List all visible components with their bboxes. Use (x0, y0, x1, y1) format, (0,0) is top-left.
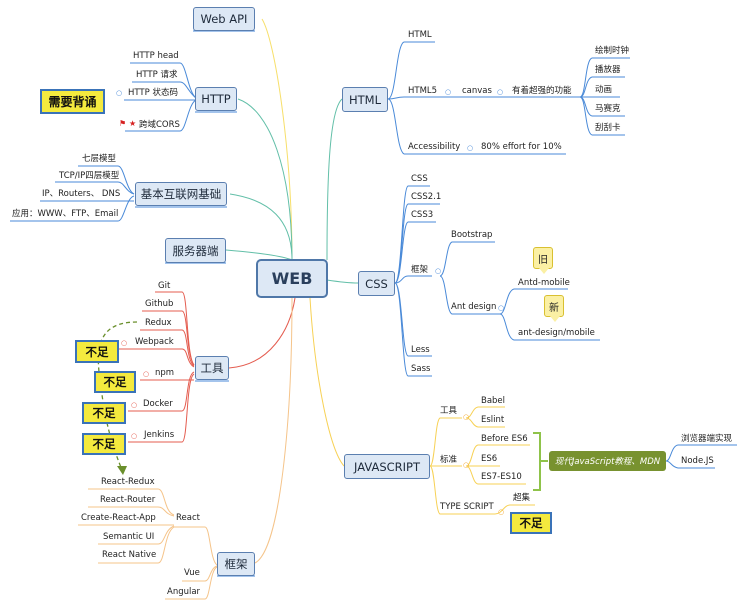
player-item[interactable]: 播放器 (595, 65, 621, 75)
insufficient-tag: 不足 (94, 371, 136, 393)
recite-tag: 需要背诵 (40, 89, 105, 114)
bootstrap-item[interactable]: Bootstrap (451, 230, 493, 240)
star-icon: ★ (129, 119, 137, 128)
effort-item[interactable]: 80% effort for 10% (481, 142, 562, 152)
collapse-dot-icon[interactable]: ○ (463, 413, 470, 421)
collapse-dot-icon[interactable]: ○ (435, 267, 442, 275)
seven-layer-item[interactable]: 七层模型 (82, 154, 117, 164)
http-head-item[interactable]: HTTP head (133, 51, 179, 61)
old-callout: 旧 (533, 247, 553, 274)
clock-item[interactable]: 绘制时钟 (595, 46, 630, 56)
tcpip-item[interactable]: TCP/IP四层模型 (59, 171, 120, 181)
ant-design-mobile-item[interactable]: ant-design/mobile (518, 328, 595, 338)
http-status-item[interactable]: HTTP 状态码 (128, 88, 178, 98)
github-item[interactable]: Github (145, 299, 174, 309)
super-feature-item[interactable]: 有着超强的功能 (512, 86, 572, 96)
angular-item[interactable]: Angular (167, 587, 201, 597)
sass-item[interactable]: Sass (411, 364, 431, 374)
http-request-item[interactable]: HTTP 请求 (136, 70, 178, 80)
js-tools-item[interactable]: 工具 (440, 406, 458, 416)
browser-impl-item[interactable]: 浏览器端实现 (681, 434, 733, 444)
insufficient-tag: 不足 (510, 512, 552, 534)
collapse-dot-icon[interactable]: ○ (498, 508, 505, 516)
collapse-dot-icon[interactable]: ○ (497, 88, 504, 96)
redux-item[interactable]: Redux (145, 318, 172, 328)
es6-item[interactable]: ES6 (481, 454, 498, 464)
create-react-app-item[interactable]: Create-React-App (81, 513, 156, 523)
topic-web-api[interactable]: Web API (193, 7, 255, 31)
ip-routers-item[interactable]: IP、Routers、 DNS (42, 189, 121, 199)
css21-item[interactable]: CSS2.1 (411, 192, 442, 202)
insufficient-tag: 不足 (82, 402, 126, 424)
css-framework-item[interactable]: 框架 (411, 265, 429, 275)
insufficient-tag: 不足 (82, 433, 126, 455)
canvas-item[interactable]: canvas (462, 86, 492, 96)
nodejs-item[interactable]: Node.JS (681, 456, 714, 466)
vue-item[interactable]: Vue (184, 568, 200, 578)
new-callout: 新 (544, 295, 564, 322)
cors-item[interactable]: 跨域CORS (139, 120, 180, 130)
topic-html[interactable]: HTML (342, 87, 388, 112)
topic-javascript[interactable]: JAVASCRIPT (344, 454, 430, 479)
topic-http[interactable]: HTTP (195, 87, 237, 111)
before-es6-item[interactable]: Before ES6 (481, 434, 528, 444)
semantic-ui-item[interactable]: Semantic UI (103, 532, 155, 542)
css3-item[interactable]: CSS3 (411, 210, 434, 220)
es7-es10-item[interactable]: ES7-ES10 (481, 472, 522, 482)
typescript-item[interactable]: TYPE SCRIPT (440, 502, 494, 512)
eslint-item[interactable]: Eslint (481, 415, 505, 425)
collapse-dot-icon[interactable]: ○ (467, 144, 474, 152)
docker-item[interactable]: Docker (143, 399, 173, 409)
topic-server[interactable]: 服务器端 (165, 238, 226, 263)
antd-mobile-item[interactable]: Antd-mobile (518, 278, 570, 288)
react-router-item[interactable]: React-Router (100, 495, 156, 505)
ant-design-item[interactable]: Ant design (451, 302, 497, 312)
mosaic-item[interactable]: 马赛克 (595, 104, 621, 114)
git-item[interactable]: Git (158, 281, 171, 291)
scratch-card-item[interactable]: 刮刮卡 (595, 123, 621, 133)
js-standard-item[interactable]: 标准 (440, 455, 458, 465)
collapse-dot-icon[interactable]: ○ (131, 432, 138, 440)
react-native-item[interactable]: React Native (102, 550, 157, 560)
collapse-dot-icon[interactable]: ○ (498, 304, 505, 312)
superset-item[interactable]: 超集 (513, 493, 531, 503)
topic-framework[interactable]: 框架 (217, 552, 255, 576)
react-item[interactable]: React (176, 513, 200, 523)
collapse-dot-icon[interactable]: ○ (131, 401, 138, 409)
flag-icon: ⚑ (119, 119, 127, 128)
topic-internet-basics[interactable]: 基本互联网基础 (135, 182, 227, 206)
html5-item[interactable]: HTML5 (408, 86, 438, 96)
collapse-dot-icon[interactable]: ○ (121, 339, 128, 347)
animation-item[interactable]: 动画 (595, 85, 613, 95)
central-topic[interactable]: WEB (256, 259, 328, 298)
accessibility-item[interactable]: Accessibility (408, 142, 461, 152)
mdn-reference-box[interactable]: 现代JavaScript教程、MDN (549, 451, 666, 471)
topic-tools[interactable]: 工具 (195, 356, 229, 380)
html-item[interactable]: HTML (408, 30, 432, 40)
topic-css[interactable]: CSS (358, 271, 395, 296)
insufficient-tag: 不足 (75, 340, 119, 363)
npm-item[interactable]: npm (155, 368, 175, 378)
jenkins-item[interactable]: Jenkins (144, 430, 175, 440)
webpack-item[interactable]: Webpack (135, 337, 174, 347)
babel-item[interactable]: Babel (481, 396, 506, 406)
css-item[interactable]: CSS (411, 174, 428, 184)
collapse-dot-icon[interactable]: ○ (116, 89, 123, 97)
collapse-dot-icon[interactable]: ○ (445, 88, 452, 96)
collapse-dot-icon[interactable]: ○ (143, 370, 150, 378)
react-redux-item[interactable]: React-Redux (101, 477, 155, 487)
application-item[interactable]: 应用：WWW、FTP、Email (12, 209, 119, 219)
collapse-dot-icon[interactable]: ○ (463, 461, 470, 469)
less-item[interactable]: Less (411, 345, 430, 355)
